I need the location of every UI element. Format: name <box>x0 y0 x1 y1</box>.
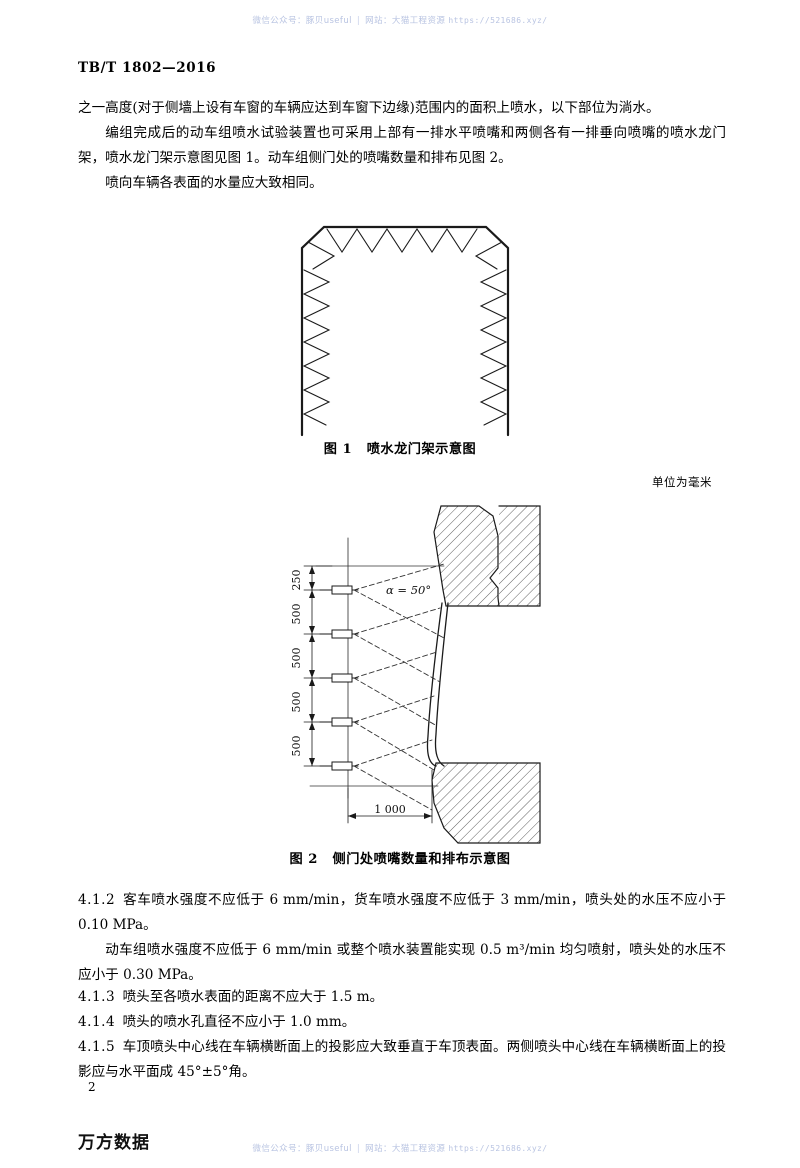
angle-label-alpha: α = 50° <box>386 583 431 597</box>
watermark-top: 微信公众号：豚贝useful | 网站：大猫工程资源 https://521686.… <box>0 14 800 26</box>
side-door-profile <box>426 602 449 767</box>
left-corner-spray <box>307 241 336 270</box>
door-reference-lines <box>309 565 445 787</box>
clause-415-number: 4.1.5 <box>78 1039 116 1055</box>
wanfang-logo: 万方数据 <box>78 1133 150 1153</box>
clause-413-415-block: 4.1.3 喷头至各喷水表面的距离不应大于 1.5 m。 4.1.4 喷头的喷水孔直… <box>78 985 726 1085</box>
figure-2-drawing: 250 500 500 500 500 1 000 α = 50° <box>290 505 541 844</box>
right-post-spray-zigzag <box>479 269 508 426</box>
figure-2-unit-note: 单位为毫米 <box>652 475 712 489</box>
dim-label-500-a: 500 <box>290 604 303 625</box>
figure-2-side-door-nozzles: 250 500 500 500 500 1 000 α = 50° <box>258 498 548 844</box>
car-body-lower-section <box>431 762 541 844</box>
watermark-wechat-value: 豚贝useful <box>305 16 352 26</box>
watermark-bottom-url: https://521686.xyz/ <box>448 1144 548 1153</box>
watermark-site-value: 大猫工程资源 <box>391 16 446 26</box>
watermark-wechat-label: 微信公众号： <box>252 16 306 26</box>
watermark-url: https://521686.xyz/ <box>448 16 548 25</box>
left-post-spray-zigzag <box>302 269 331 426</box>
intro-paragraph-1: 之一高度(对于侧墙上设有车窗的车辆应达到车窗下边缘)范围内的面积上喷水，以下部位… <box>78 100 660 116</box>
watermark-separator: | <box>356 16 361 26</box>
watermark-bottom-site-value: 大猫工程资源 <box>391 1144 446 1154</box>
clause-414-number: 4.1.4 <box>78 1014 116 1030</box>
watermark-bottom-wechat-label: 微信公众号： <box>252 1144 306 1154</box>
dim-label-500-c: 500 <box>290 692 303 713</box>
clause-413-number: 4.1.3 <box>78 989 116 1005</box>
watermark-bottom: 微信公众号：豚贝useful | 网站：大猫工程资源 https://521686.… <box>0 1142 800 1154</box>
figure-2-caption-label: 图 2 <box>289 852 318 867</box>
figure-1-caption-text: 喷水龙门架示意图 <box>366 442 477 457</box>
intro-paragraph-2: 编组完成后的动车组喷水试验装置也可采用上部有一排水平喷嘴和两侧各有一排垂向喷嘴的… <box>78 125 726 166</box>
vertical-dimension-chain <box>303 565 333 767</box>
page-number: 2 <box>88 1080 96 1094</box>
dim-label-250: 250 <box>290 570 303 591</box>
figure-1-caption-label: 图 1 <box>323 442 353 457</box>
figure-1-spray-gantry <box>280 222 530 437</box>
clause-412-number: 4.1.2 <box>78 892 116 908</box>
figure-2-caption: 图 2 侧门处喷嘴数量和排布示意图 <box>0 848 800 867</box>
figure-1-caption: 图 1 喷水龙门架示意图 <box>0 438 800 457</box>
horizontal-dimension <box>347 769 433 824</box>
spray-cone-lines <box>353 563 445 811</box>
clause-414-text: 喷头的喷水孔直径不应小于 1.0 mm。 <box>122 1014 356 1030</box>
gantry-frame <box>300 225 510 437</box>
clause-412-paragraph-2: 动车组喷水强度不应低于 6 mm/min 或整个喷水装置能实现 0.5 m³/m… <box>78 942 726 983</box>
watermark-bottom-site-label: 网站： <box>365 1144 392 1154</box>
top-nozzle-spray-zigzag <box>326 227 478 254</box>
clause-413-paragraph: 4.1.3 喷头至各喷水表面的距离不应大于 1.5 m。 <box>78 985 726 1010</box>
clause-412-text: 客车喷水强度不应低于 6 mm/min，货车喷水强度不应低于 3 mm/min，… <box>78 892 726 933</box>
watermark-bottom-separator: | <box>356 1144 361 1154</box>
clause-413-text: 喷头至各喷水表面的距离不应大于 1.5 m。 <box>122 989 384 1005</box>
watermark-site-label: 网站： <box>365 16 392 26</box>
clause-414-paragraph: 4.1.4 喷头的喷水孔直径不应小于 1.0 mm。 <box>78 1010 726 1035</box>
figure-2-caption-text: 侧门处喷嘴数量和排布示意图 <box>332 852 511 867</box>
running-head: TB/T 1802—2016 <box>78 60 217 76</box>
intro-paragraph-3: 喷向车辆各表面的水量应大致相同。 <box>105 175 323 191</box>
car-body-upper-section <box>433 505 541 607</box>
dim-label-1000: 1 000 <box>374 803 406 816</box>
figure-1-drawing <box>300 225 510 437</box>
watermark-bottom-wechat-value: 豚贝useful <box>305 1144 352 1154</box>
clause-415-text: 车顶喷头中心线在车辆横断面上的投影应大致垂直于车顶表面。两侧喷头中心线在车辆横断… <box>78 1039 726 1080</box>
dim-label-500-d: 500 <box>290 736 303 757</box>
intro-text-block: 之一高度(对于侧墙上设有车窗的车辆应达到车窗下边缘)范围内的面积上喷水，以下部位… <box>78 96 726 196</box>
right-corner-spray <box>474 241 503 270</box>
dim-label-500-b: 500 <box>290 648 303 669</box>
